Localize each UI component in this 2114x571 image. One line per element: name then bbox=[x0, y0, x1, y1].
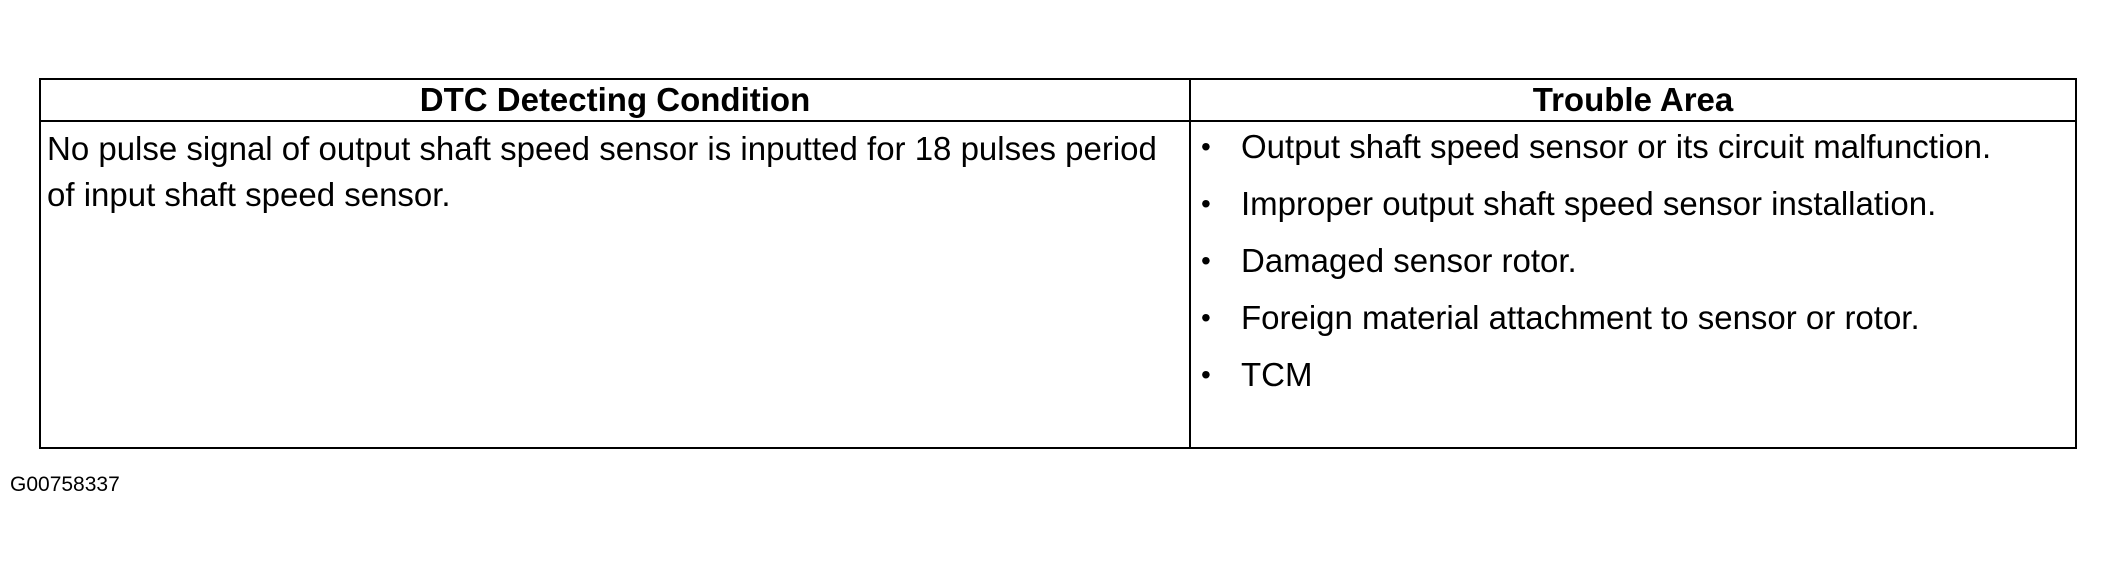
condition-text: No pulse signal of output shaft speed se… bbox=[47, 130, 1157, 213]
list-item: • Improper output shaft speed sensor ins… bbox=[1191, 181, 2075, 227]
list-item: • Damaged sensor rotor. bbox=[1191, 238, 2075, 284]
bullet-icon: • bbox=[1201, 188, 1211, 219]
list-item: • TCM bbox=[1191, 352, 2075, 398]
trouble-item-text: Improper output shaft speed sensor insta… bbox=[1241, 185, 1937, 222]
condition-cell: No pulse signal of output shaft speed se… bbox=[39, 120, 1191, 449]
trouble-area-cell: • Output shaft speed sensor or its circu… bbox=[1189, 120, 2077, 449]
trouble-item-text: TCM bbox=[1241, 356, 1313, 393]
list-item: • Output shaft speed sensor or its circu… bbox=[1191, 124, 2075, 170]
list-item: • Foreign material attachment to sensor … bbox=[1191, 295, 2075, 341]
trouble-item-text: Damaged sensor rotor. bbox=[1241, 242, 1577, 279]
header-trouble-area: Trouble Area bbox=[1189, 78, 2077, 122]
trouble-item-text: Output shaft speed sensor or its circuit… bbox=[1241, 128, 1992, 165]
table-row: No pulse signal of output shaft speed se… bbox=[39, 120, 2077, 449]
bullet-icon: • bbox=[1201, 359, 1211, 390]
bullet-icon: • bbox=[1201, 245, 1211, 276]
bullet-icon: • bbox=[1201, 131, 1211, 162]
table-header-row: DTC Detecting Condition Trouble Area bbox=[39, 78, 2077, 122]
document-id: G00758337 bbox=[10, 473, 120, 496]
bullet-icon: • bbox=[1201, 302, 1211, 333]
trouble-item-text: Foreign material attachment to sensor or… bbox=[1241, 299, 1920, 336]
header-dtc-detecting-condition: DTC Detecting Condition bbox=[39, 78, 1191, 122]
dtc-table: DTC Detecting Condition Trouble Area No … bbox=[39, 78, 2077, 449]
trouble-area-list: • Output shaft speed sensor or its circu… bbox=[1191, 122, 2075, 398]
